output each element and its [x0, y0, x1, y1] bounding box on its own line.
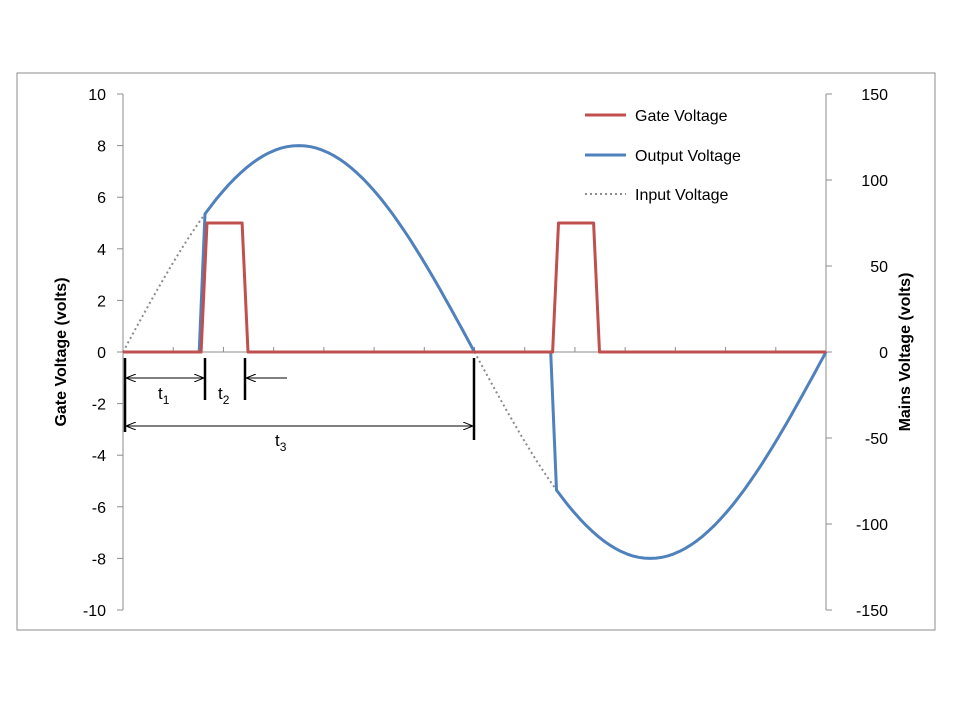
right-tick-label: -150	[856, 603, 888, 620]
left-tick-label: -6	[92, 500, 106, 517]
left-tick-label: 10	[88, 87, 106, 104]
left-tick-label: -8	[92, 551, 106, 568]
left-tick-label: -2	[92, 397, 106, 414]
right-tick-label: -50	[865, 431, 888, 448]
legend-label-gate: Gate Voltage	[635, 108, 728, 125]
gate-voltage-line	[123, 221, 826, 354]
left-tick-label: -10	[83, 603, 106, 620]
left-tick-label: 2	[97, 293, 106, 310]
t2-label: t2	[218, 384, 230, 407]
right-tick-label: 0	[879, 345, 888, 362]
legend-label-input: Input Voltage	[635, 187, 729, 204]
right-tick-label: 50	[870, 259, 888, 276]
left-tick-label: 0	[97, 345, 106, 362]
legend: Gate Voltage Output Voltage Input Voltag…	[585, 108, 741, 204]
right-axis-title: Mains Voltage (volts)	[897, 273, 914, 432]
right-tick-label: 100	[861, 173, 888, 190]
input-voltage-line-1	[122, 213, 206, 353]
right-tick-label: -100	[856, 517, 888, 534]
left-tick-label: 4	[97, 242, 106, 259]
left-tick-label: 8	[97, 139, 106, 156]
left-axis-title: Gate Voltage (volts)	[53, 277, 70, 426]
right-tick-label: 150	[861, 87, 888, 104]
left-tick-label: 6	[97, 190, 106, 207]
t1-label: t1	[158, 384, 170, 407]
left-tick-label: -4	[92, 448, 106, 465]
timing-annotations: t1 t2 t3	[123, 358, 476, 454]
input-voltage-line-2	[473, 351, 558, 491]
t3-label: t3	[275, 431, 287, 454]
legend-label-output: Output Voltage	[635, 148, 741, 165]
